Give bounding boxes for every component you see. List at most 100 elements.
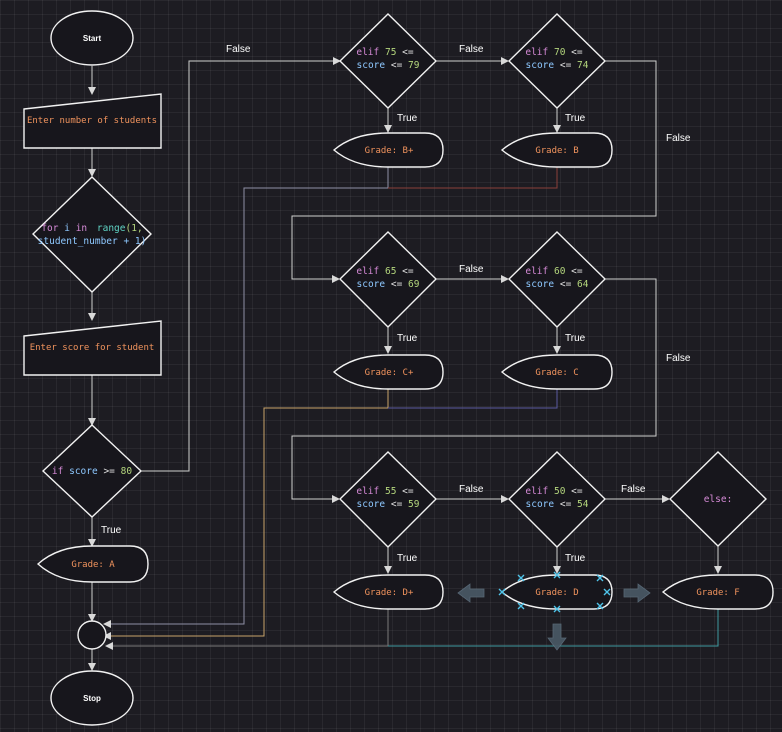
elif-65-op2: <= <box>391 279 403 290</box>
elif-65-kw: elif <box>356 266 379 277</box>
start-node[interactable]: Start <box>50 10 134 66</box>
connect-arrow-down-icon[interactable] <box>547 623 567 651</box>
label-false-if: False <box>226 44 251 55</box>
loop-var: i <box>64 223 70 234</box>
connect-arrow-left-icon[interactable] <box>457 583 485 603</box>
label-true-if: True <box>101 525 122 536</box>
elif-75-kw: elif <box>356 47 379 58</box>
elif-65-line-2: score <= 69 <box>357 279 420 290</box>
edge-60-false[interactable] <box>291 278 657 503</box>
label-false-50: False <box>621 484 646 495</box>
elif-75-op1: <= <box>402 47 414 58</box>
grade-dplus-node[interactable]: Grade: D+ <box>332 574 444 610</box>
input-students-label: Enter number of students <box>27 116 157 126</box>
if-var: score <box>69 466 98 477</box>
merge-edges <box>103 167 719 650</box>
elif-60-node[interactable]: elif 60 <= score <= 64 <box>508 231 606 328</box>
selection-handles[interactable] <box>498 571 611 613</box>
grade-c-label: Grade: C <box>535 368 578 378</box>
if-a-node[interactable]: if score >= 80 <box>41 424 143 518</box>
if-num: 80 <box>121 466 133 477</box>
grade-f-label: Grade: F <box>696 588 739 598</box>
elif-65-line-1: elif 65 <= <box>356 266 414 277</box>
grade-f-node[interactable]: Grade: F <box>661 574 774 610</box>
elif-55-var: score <box>357 499 386 510</box>
elif-65-var: score <box>357 279 386 290</box>
elif-65-node[interactable]: elif 65 <= score <= 69 <box>339 231 437 328</box>
loop-node[interactable]: for i in range(1, student_number + 1) <box>31 176 153 293</box>
elif-55-kw: elif <box>356 486 379 497</box>
grade-b-node[interactable]: Grade: B <box>500 132 613 168</box>
grade-a-node[interactable]: Grade: A <box>36 545 149 583</box>
elif-70-num1: 70 <box>554 47 566 58</box>
input-students-node[interactable]: Enter number of students <box>23 93 162 149</box>
edge-b-merge[interactable] <box>388 167 558 189</box>
input-score-node[interactable]: Enter score for student <box>23 320 162 376</box>
if-op: >= <box>103 466 115 477</box>
elif-55-op1: <= <box>402 486 414 497</box>
elif-50-line-2: score <= 54 <box>526 499 589 510</box>
elif-50-var: score <box>526 499 555 510</box>
elif-55-op2: <= <box>391 499 403 510</box>
label-true-60: True <box>565 333 586 344</box>
edge-if-false[interactable] <box>141 57 341 472</box>
elif-75-line-2: score <= 79 <box>357 60 420 71</box>
grade-c-node[interactable]: Grade: C <box>500 354 613 390</box>
grade-dplus-label: Grade: D+ <box>365 588 414 598</box>
label-true-75: True <box>397 113 418 124</box>
elif-60-op1: <= <box>571 266 583 277</box>
elif-50-op2: <= <box>560 499 572 510</box>
label-false-65: False <box>459 264 484 275</box>
grade-d-node[interactable]: Grade: D <box>498 571 613 613</box>
grade-bplus-label: Grade: B+ <box>365 146 414 156</box>
elif-70-kw: elif <box>525 47 548 58</box>
edge-cplus-merge[interactable] <box>103 389 389 640</box>
elif-60-num2: 64 <box>577 279 589 290</box>
elif-55-num2: 59 <box>408 499 420 510</box>
stop-node[interactable]: Stop <box>50 670 134 726</box>
elif-75-var: score <box>357 60 386 71</box>
elif-65-op1: <= <box>402 266 414 277</box>
edge-bplus-merge[interactable] <box>103 167 389 628</box>
elif-50-kw: elif <box>525 486 548 497</box>
elif-70-op1: <= <box>571 47 583 58</box>
label-false-55: False <box>459 484 484 495</box>
elif-75-node[interactable]: elif 75 <= score <= 79 <box>338 13 438 109</box>
else-node[interactable]: else: <box>668 451 768 547</box>
elif-70-line-1: elif 70 <= <box>525 47 583 58</box>
edge-f-merge[interactable] <box>388 609 719 647</box>
elif-75-num1: 75 <box>385 47 396 58</box>
elif-55-node[interactable]: elif 55 <= score <= 59 <box>339 451 437 548</box>
edge-c-merge[interactable] <box>388 389 558 409</box>
edge-70-false[interactable] <box>291 60 657 283</box>
elif-55-num1: 55 <box>385 486 396 497</box>
grade-bplus-node[interactable]: Grade: B+ <box>332 132 444 168</box>
label-true-70: True <box>565 113 586 124</box>
grade-b-label: Grade: B <box>535 146 578 156</box>
elif-55-line-2: score <= 59 <box>357 499 420 510</box>
merge-node[interactable] <box>77 620 107 650</box>
label-false-70: False <box>666 133 691 144</box>
start-label: Start <box>83 34 102 43</box>
loop-line-1: for i in range(1, <box>41 223 142 234</box>
grade-cplus-node[interactable]: Grade: C+ <box>332 354 444 390</box>
connect-arrow-right-icon[interactable] <box>623 583 651 603</box>
elif-65-num1: 65 <box>385 266 396 277</box>
elif-70-node[interactable]: elif 70 <= score <= 74 <box>507 13 607 109</box>
loop-kw-for: for <box>41 223 58 234</box>
elif-70-op2: <= <box>560 60 572 71</box>
elif-50-op1: <= <box>571 486 583 497</box>
connect-arrows[interactable] <box>457 583 651 651</box>
elif-70-num2: 74 <box>577 60 589 71</box>
elif-60-op2: <= <box>560 279 572 290</box>
elif-50-node[interactable]: elif 50 <= score <= 54 <box>508 451 606 548</box>
elif-75-num2: 79 <box>408 60 420 71</box>
label-true-65: True <box>397 333 418 344</box>
label-false-60: False <box>666 353 691 364</box>
elif-60-line-2: score <= 64 <box>526 279 589 290</box>
edge-dplus-merge[interactable] <box>105 609 389 650</box>
elif-65-num2: 69 <box>408 279 420 290</box>
elif-60-var: score <box>526 279 555 290</box>
loop-line-2: student_number + 1) <box>38 236 147 247</box>
